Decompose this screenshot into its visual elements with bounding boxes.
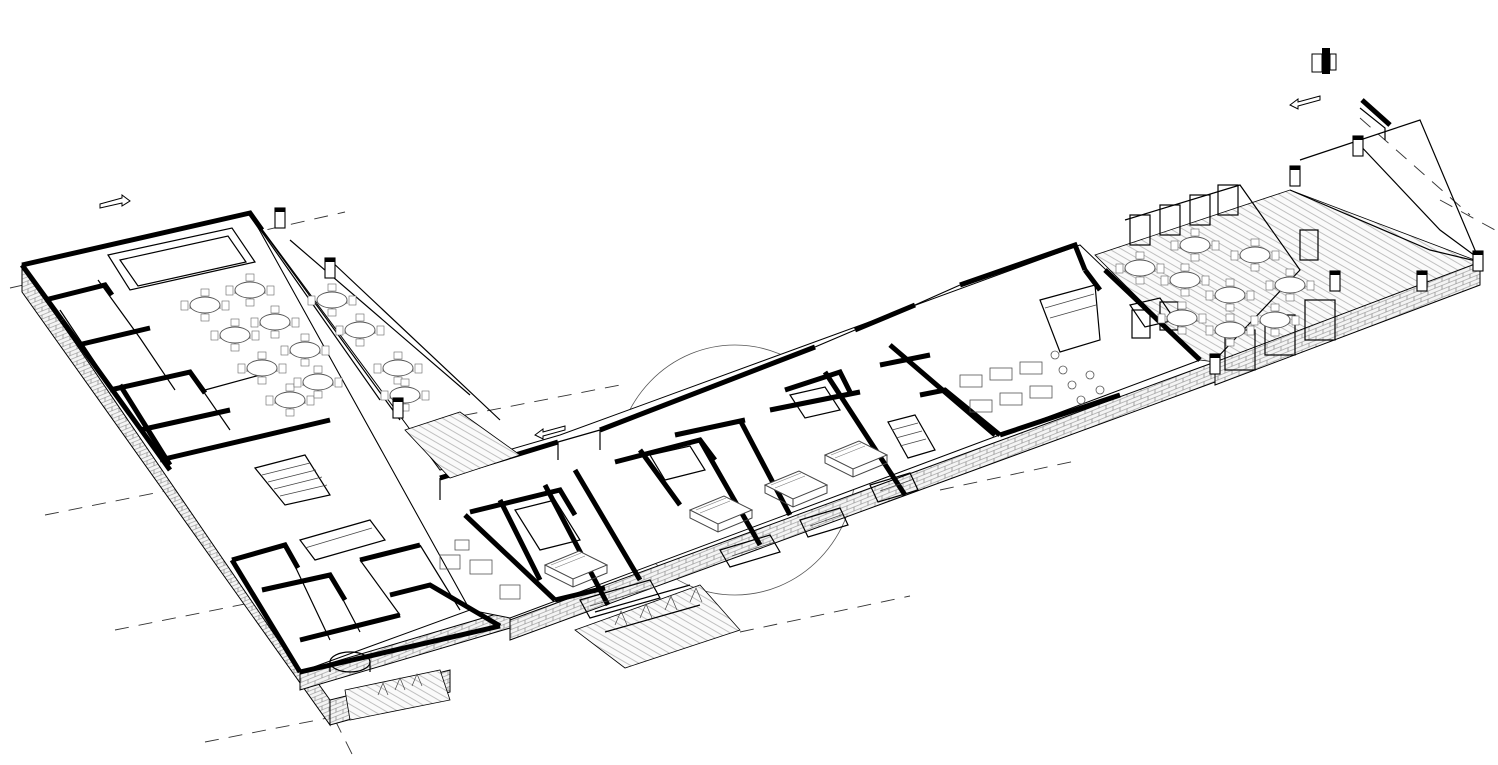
entrance-arrow-icon [534, 425, 566, 440]
west-wing [19, 210, 521, 675]
entrance-arrow-icon [99, 194, 131, 209]
north-arrow-icon [1311, 48, 1337, 74]
exterior-ramps [344, 411, 741, 721]
entrance-arrow-icon [1289, 95, 1321, 110]
bar-lounge [959, 268, 1202, 438]
south-wing [439, 241, 1088, 619]
